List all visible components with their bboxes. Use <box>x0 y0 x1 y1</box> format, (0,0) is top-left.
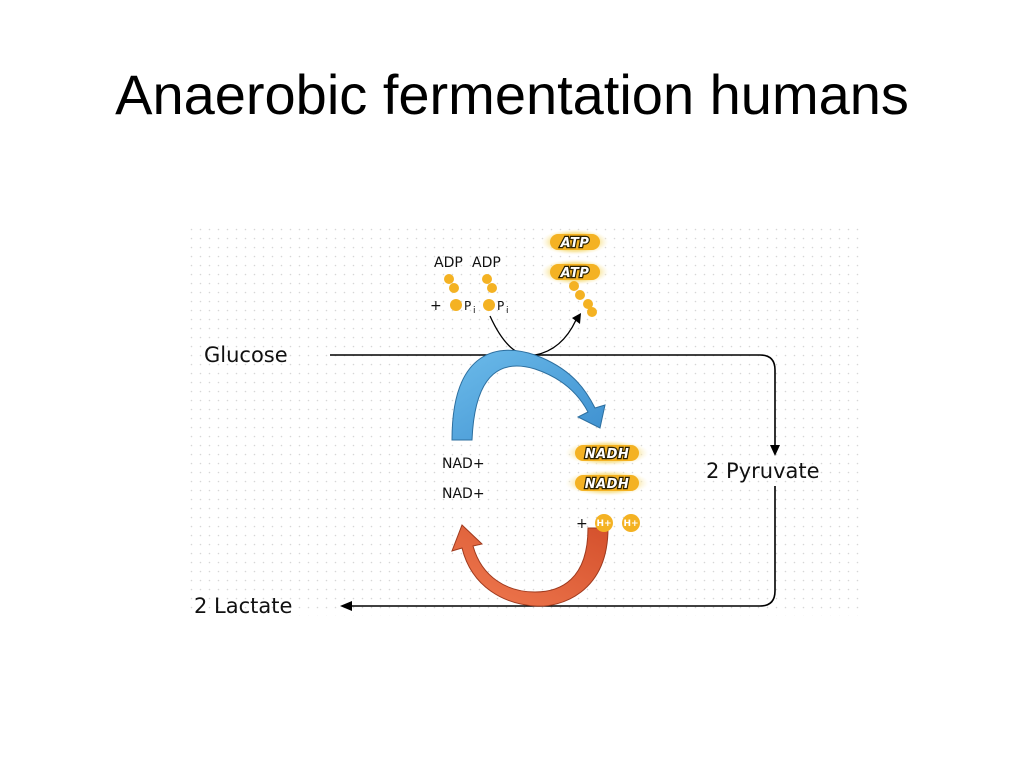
pi-phosphate-2 <box>483 299 495 311</box>
nadh-group: NADH NADH + H+ H+ <box>565 440 649 532</box>
pi-plus-sign: + <box>430 298 442 314</box>
pyruvate-to-lactate-line <box>350 486 776 607</box>
nadh-pill-2 <box>575 475 639 491</box>
pyruvate-label: 2 Pyruvate <box>706 459 820 483</box>
pi-sub-2: i <box>506 306 509 316</box>
atp-label-1: ATP <box>560 236 590 251</box>
lactate-arrowhead <box>340 601 352 611</box>
atp-arc-arrowhead <box>572 313 581 324</box>
h-ion-label-2: H+ <box>623 519 638 529</box>
nadh-label-1: NADH <box>585 447 630 462</box>
pi-label-1: P <box>464 299 471 313</box>
blue-arrow <box>451 349 606 441</box>
atp-phosphate-4 <box>587 307 597 317</box>
glucose-label: Glucose <box>204 343 288 367</box>
h-plus-sign: + <box>576 516 588 532</box>
nad-label-1: NAD+ <box>442 456 485 472</box>
atp-phosphate-1 <box>569 281 579 291</box>
adp-phosphate-1a <box>444 274 454 284</box>
adp-label-2: ADP <box>472 255 501 271</box>
nad-label-2: NAD+ <box>442 486 485 502</box>
adp-group: ADP ADP + P i P i <box>430 255 509 316</box>
pi-sub-1: i <box>473 306 476 316</box>
pyruvate-arrowhead <box>770 445 780 456</box>
nadh-label-2: NADH <box>585 477 630 492</box>
pi-phosphate-1 <box>450 299 462 311</box>
red-arrow <box>451 524 609 607</box>
h-ion-label-1: H+ <box>596 519 611 529</box>
pi-label-2: P <box>497 299 504 313</box>
atp-group: ATP ATP <box>541 229 609 317</box>
lactate-label: 2 Lactate <box>194 594 292 618</box>
adp-label-1: ADP <box>434 255 463 271</box>
atp-label-2: ATP <box>560 266 590 281</box>
atp-phosphate-2 <box>575 290 585 300</box>
h-ion-1 <box>595 514 613 532</box>
slide-title: Anaerobic fermentation humans <box>115 63 909 126</box>
adp-phosphate-1b <box>449 283 459 293</box>
adp-phosphate-2b <box>487 283 497 293</box>
dotted-background <box>190 228 865 616</box>
fermentation-diagram: ATP ATP ADP ADP + P i P i NADH NADH + H+… <box>190 228 865 618</box>
glucose-to-pyruvate-line <box>330 354 776 450</box>
h-ion-2 <box>622 514 640 532</box>
adp-phosphate-2a <box>482 274 492 284</box>
atp-phosphate-3 <box>583 299 593 309</box>
nadh-pill-1 <box>575 445 639 461</box>
atp-pill-2 <box>550 264 600 280</box>
atp-pill-1 <box>550 234 600 250</box>
